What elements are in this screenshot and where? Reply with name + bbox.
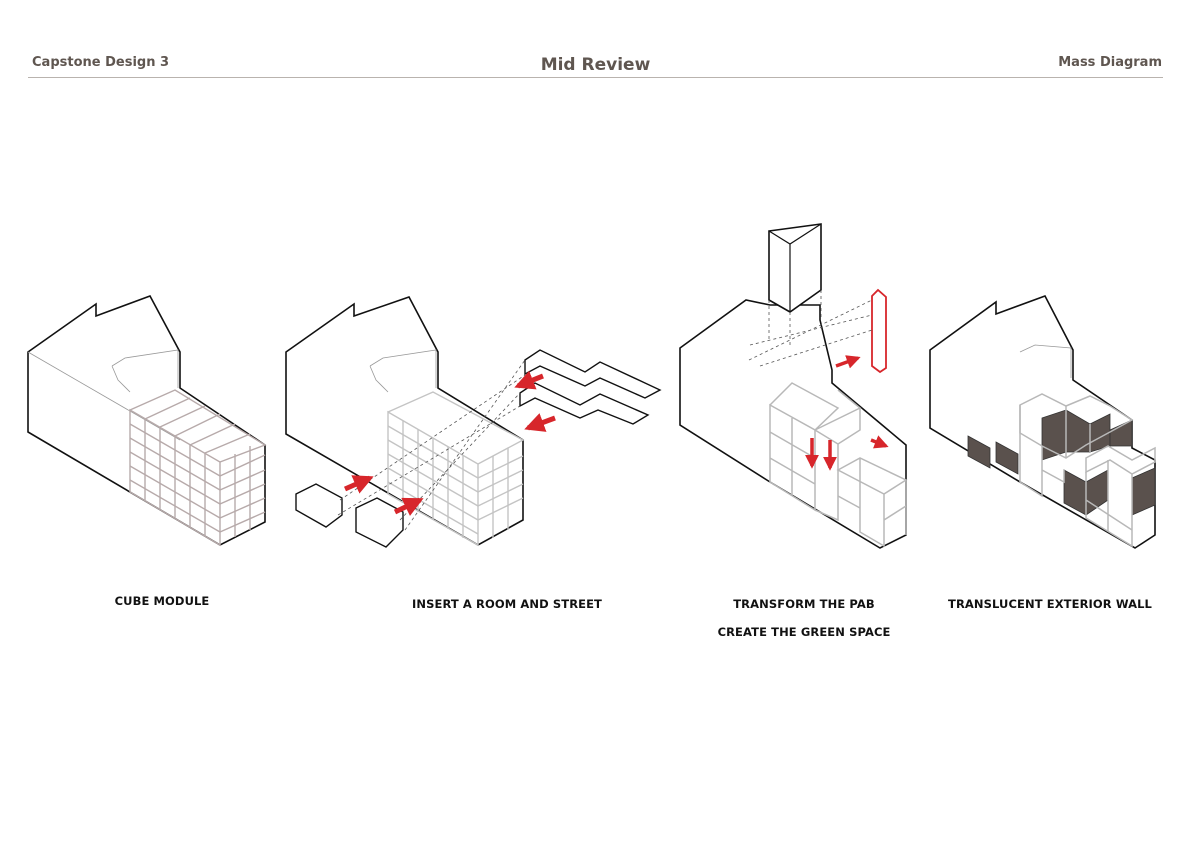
cube-grid [769,382,908,548]
street-ribbons [519,349,662,425]
insert-room-street-diagram [285,296,662,548]
arrow-icon [524,413,556,432]
arrow-icon [870,435,889,449]
translucent-wall-diagram [929,295,1156,549]
cube-grid [387,391,525,547]
lifted-block [768,223,822,313]
arrow-icon [343,475,374,494]
cube-grid [1019,393,1156,548]
red-arrows [805,355,889,471]
arrow-icon [514,370,544,390]
red-arrows [343,370,556,516]
red-wall-panel [871,288,887,374]
step-label-cube-module: CUBE MODULE [114,594,210,608]
step-label-transform-pab: TRANSFORM THE PAB [733,597,875,611]
page-title: Mid Review [540,55,651,75]
step-label-green-space: CREATE THE GREEN SPACE [717,625,891,639]
transform-pab-diagram [679,223,908,549]
room-blocks [295,483,404,548]
step-label-translucent-wall: TRANSLUCENT EXTERIOR WALL [948,597,1152,611]
arrow-icon [835,355,861,369]
arrow-icon [393,497,424,516]
cube-module-diagram [27,295,267,547]
step-label-insert-room: INSERT A ROOM AND STREET [412,597,602,611]
cube-grid [129,389,267,547]
project-title: Capstone Design 3 [32,55,170,70]
header-rule [28,77,1163,78]
sheet-title: Mass Diagram [1058,55,1162,70]
